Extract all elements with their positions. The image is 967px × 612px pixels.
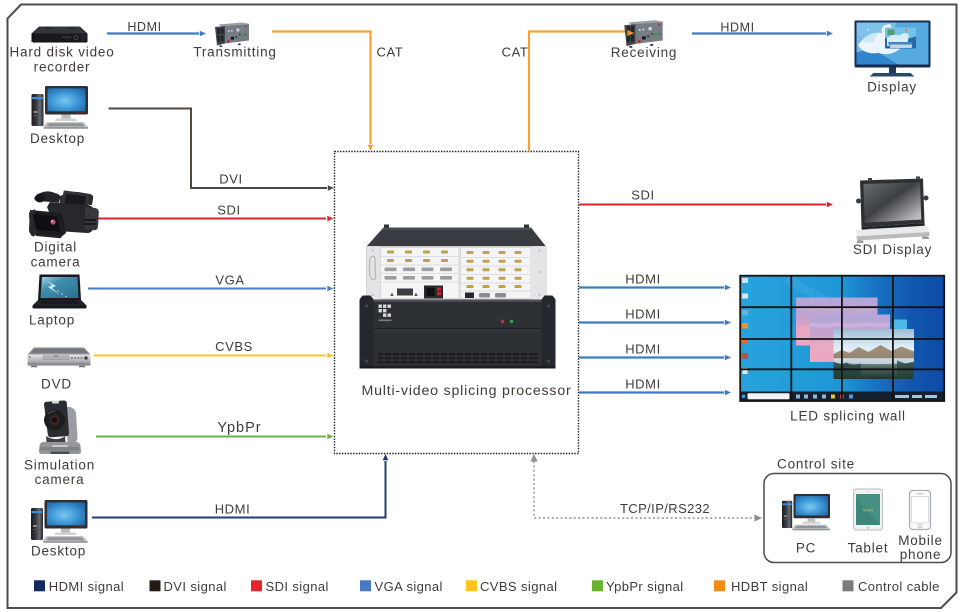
svg-text:Receiving: Receiving	[611, 45, 677, 60]
svg-text:Multi-video splicing processor: Multi-video splicing processor	[361, 383, 571, 399]
svg-text:YpbPr signal: YpbPr signal	[606, 579, 684, 594]
svg-text:HDMI: HDMI	[625, 342, 661, 357]
svg-text:SDI signal: SDI signal	[266, 579, 329, 594]
svg-text:SDI: SDI	[217, 203, 240, 218]
svg-text:HDMI: HDMI	[625, 377, 661, 392]
svg-text:Display: Display	[867, 80, 917, 95]
svg-text:camera: camera	[35, 472, 85, 487]
svg-text:recorder: recorder	[34, 60, 91, 75]
svg-text:HDMI: HDMI	[215, 502, 251, 517]
svg-text:Tablet: Tablet	[848, 541, 889, 556]
svg-text:phone: phone	[900, 547, 942, 562]
svg-text:Digital: Digital	[34, 240, 77, 255]
svg-text:Simulation: Simulation	[24, 458, 95, 473]
svg-text:HDBT signal: HDBT signal	[731, 579, 808, 594]
svg-text:Desktop: Desktop	[31, 544, 86, 559]
svg-text:LED splicing wall: LED splicing wall	[790, 409, 906, 424]
svg-text:SDI Display: SDI Display	[853, 242, 932, 257]
svg-text:Hard disk video: Hard disk video	[9, 45, 114, 60]
svg-text:camera: camera	[31, 255, 81, 270]
svg-text:DVI: DVI	[219, 172, 242, 187]
svg-text:Mobile: Mobile	[898, 533, 943, 548]
svg-text:HDMI: HDMI	[625, 307, 661, 322]
svg-text:CAT: CAT	[502, 45, 529, 60]
svg-text:Control site: Control site	[777, 457, 855, 472]
svg-text:PC: PC	[796, 541, 816, 556]
svg-text:HDMI: HDMI	[127, 20, 161, 34]
svg-text:HDMI: HDMI	[720, 21, 754, 35]
svg-text:Control cable: Control cable	[858, 579, 940, 594]
svg-text:VGA: VGA	[215, 273, 244, 288]
svg-text:NEWS: NEWS	[863, 509, 874, 513]
svg-text:▲: ▲	[389, 292, 395, 298]
svg-text:HDMI signal: HDMI signal	[49, 579, 124, 594]
svg-text:YpbPr: YpbPr	[217, 420, 261, 436]
svg-text:DVD: DVD	[41, 377, 72, 392]
svg-text:CVBS: CVBS	[215, 339, 253, 354]
svg-text:DVI signal: DVI signal	[164, 579, 227, 594]
svg-text:Transmitting: Transmitting	[193, 45, 276, 60]
svg-text:Laptop: Laptop	[29, 313, 75, 328]
svg-text:SDI: SDI	[631, 188, 654, 203]
svg-text:▲: ▲	[413, 292, 419, 298]
svg-text:HDMI: HDMI	[625, 272, 661, 287]
svg-text:Desktop: Desktop	[30, 131, 85, 146]
svg-text:CAT: CAT	[377, 45, 404, 60]
svg-text:CVBS signal: CVBS signal	[480, 579, 557, 594]
svg-text:TCP/IP/RS232: TCP/IP/RS232	[620, 501, 710, 516]
svg-text:VGA signal: VGA signal	[375, 579, 443, 594]
